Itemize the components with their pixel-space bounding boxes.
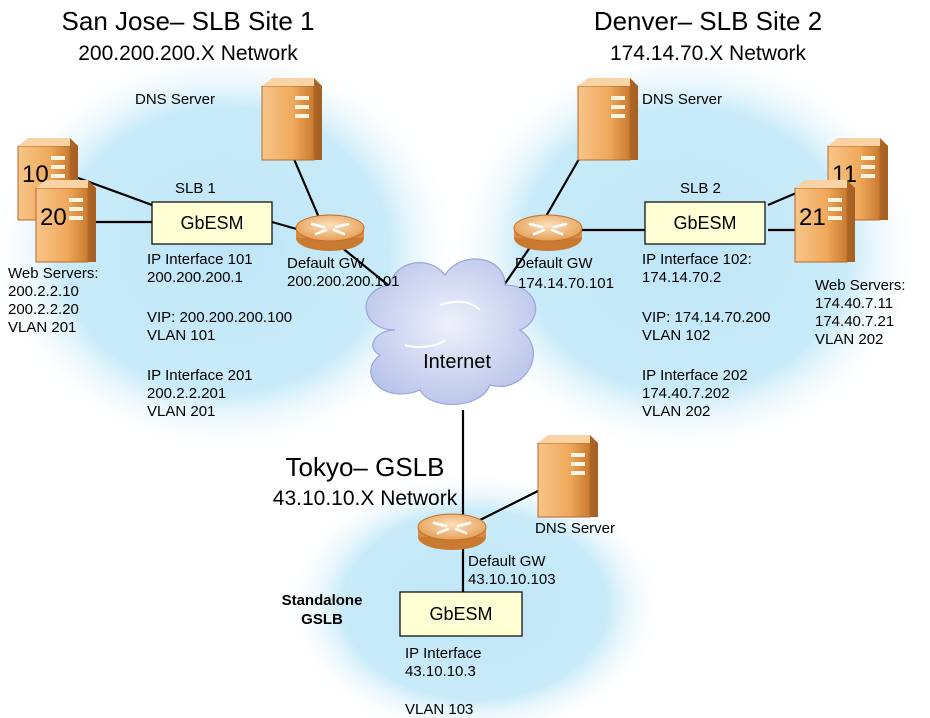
sanjose-gateway-ip: 200.200.200.101: [287, 273, 400, 290]
sanjose-vip: VIP: 200.200.200.100 VLAN 101: [147, 309, 292, 344]
tokyo-gbesm-label: GbESM: [429, 604, 492, 624]
sanjose-server-20-number: 20: [40, 204, 67, 231]
slb1-label: SLB 1: [175, 180, 216, 197]
slb2-label: SLB 2: [680, 180, 721, 197]
tokyo-vlan: VLAN 103: [405, 701, 473, 718]
tokyo-dns-label: DNS Server: [535, 520, 615, 537]
svg-text:VIP: 200.200.200.100: VIP: 200.200.200.100: [147, 309, 292, 326]
denver-gateway-ip: 174.14.70.101: [518, 275, 614, 292]
svg-text:IP Interface 201: IP Interface 201: [147, 367, 253, 384]
svg-text:VLAN 102: VLAN 102: [642, 327, 710, 344]
svg-text:VLAN 202: VLAN 202: [815, 331, 883, 348]
tokyo-network: 43.10.10.X Network: [273, 487, 458, 510]
internet-label: Internet: [423, 351, 491, 373]
denver-dns-label: DNS Server: [642, 91, 722, 108]
tokyo-default-gw-label: Default GW: [468, 553, 546, 570]
standalone-label-line2: GSLB: [301, 611, 343, 628]
tokyo-ip-interface: IP Interface 43.10.10.3: [405, 645, 481, 680]
sanjose-title: San Jose– SLB Site 1: [62, 6, 315, 36]
svg-text:174.40.7.21: 174.40.7.21: [815, 313, 894, 330]
standalone-label-line1: Standalone: [282, 592, 363, 609]
svg-text:200.200.200.1: 200.200.200.1: [147, 269, 243, 286]
internet-cloud-icon: [365, 258, 537, 405]
denver-site-region: [450, 45, 920, 455]
svg-text:VIP: 174.14.70.200: VIP: 174.14.70.200: [642, 309, 770, 326]
denver-web-servers-info: Web Servers: 174.40.7.11 174.40.7.21 VLA…: [815, 277, 906, 348]
sanjose-network: 200.200.200.X Network: [78, 42, 298, 65]
tokyo-gbesm-box: [399, 591, 523, 637]
denver-gbesm-box: [644, 201, 766, 245]
svg-text:174.40.7.11: 174.40.7.11: [815, 295, 893, 312]
svg-text:Web Servers:: Web Servers:: [8, 265, 99, 282]
sanjose-gbesm-box: [151, 201, 273, 245]
svg-text:IP Interface 202: IP Interface 202: [642, 367, 748, 384]
denver-dns-server-icon: [577, 77, 639, 161]
sanjose-site-region: [0, 45, 460, 455]
sanjose-dns-label: DNS Server: [135, 91, 215, 108]
tokyo-gateway-ip: 43.10.10.103: [468, 571, 556, 588]
sanjose-dns-server-icon: [261, 77, 323, 161]
denver-ip-interface-102: IP Interface 102: 174.14.70.2: [642, 251, 752, 286]
svg-text:174.40.7.202: 174.40.7.202: [642, 385, 730, 402]
denver-title: Denver– SLB Site 2: [594, 6, 822, 36]
sanjose-ip-interface-101: IP Interface 101 200.200.200.1: [147, 251, 253, 286]
tokyo-router-icon: [416, 512, 488, 552]
svg-text:IP Interface 101: IP Interface 101: [147, 251, 253, 268]
svg-text:Web Servers:: Web Servers:: [815, 277, 906, 294]
svg-text:200.2.2.201: 200.2.2.201: [147, 385, 226, 402]
denver-router-icon: [512, 213, 584, 253]
tokyo-dns-server-icon: [537, 434, 599, 518]
svg-text:VLAN 201: VLAN 201: [8, 319, 76, 336]
svg-text:200.2.2.10: 200.2.2.10: [8, 283, 79, 300]
sanjose-default-gw-label: Default GW: [287, 255, 365, 272]
denver-default-gw-label: Default GW: [515, 255, 593, 272]
denver-server-21-number: 21: [799, 204, 826, 231]
svg-text:174.14.70.2: 174.14.70.2: [642, 269, 721, 286]
svg-text:IP Interface 102:: IP Interface 102:: [642, 251, 752, 268]
svg-text:VLAN 202: VLAN 202: [642, 403, 710, 420]
svg-text:IP Interface: IP Interface: [405, 645, 481, 662]
svg-text:200.2.2.20: 200.2.2.20: [8, 301, 79, 318]
sanjose-gbesm-label: GbESM: [180, 213, 243, 233]
denver-vip: VIP: 174.14.70.200 VLAN 102: [642, 309, 770, 344]
sanjose-router-icon: [294, 213, 366, 253]
sanjose-ip-interface-201: IP Interface 201 200.2.2.201 VLAN 201: [147, 367, 253, 420]
svg-text:VLAN 201: VLAN 201: [147, 403, 215, 420]
denver-network: 174.14.70.X Network: [610, 42, 807, 65]
svg-text:VLAN 101: VLAN 101: [147, 327, 215, 344]
tokyo-title: Tokyo– GSLB: [286, 452, 445, 482]
sanjose-web-servers-info: Web Servers: 200.2.2.10 200.2.2.20 VLAN …: [8, 265, 99, 336]
svg-text:43.10.10.3: 43.10.10.3: [405, 663, 476, 680]
denver-gbesm-label: GbESM: [673, 213, 736, 233]
denver-ip-interface-202: IP Interface 202 174.40.7.202 VLAN 202: [642, 367, 748, 420]
